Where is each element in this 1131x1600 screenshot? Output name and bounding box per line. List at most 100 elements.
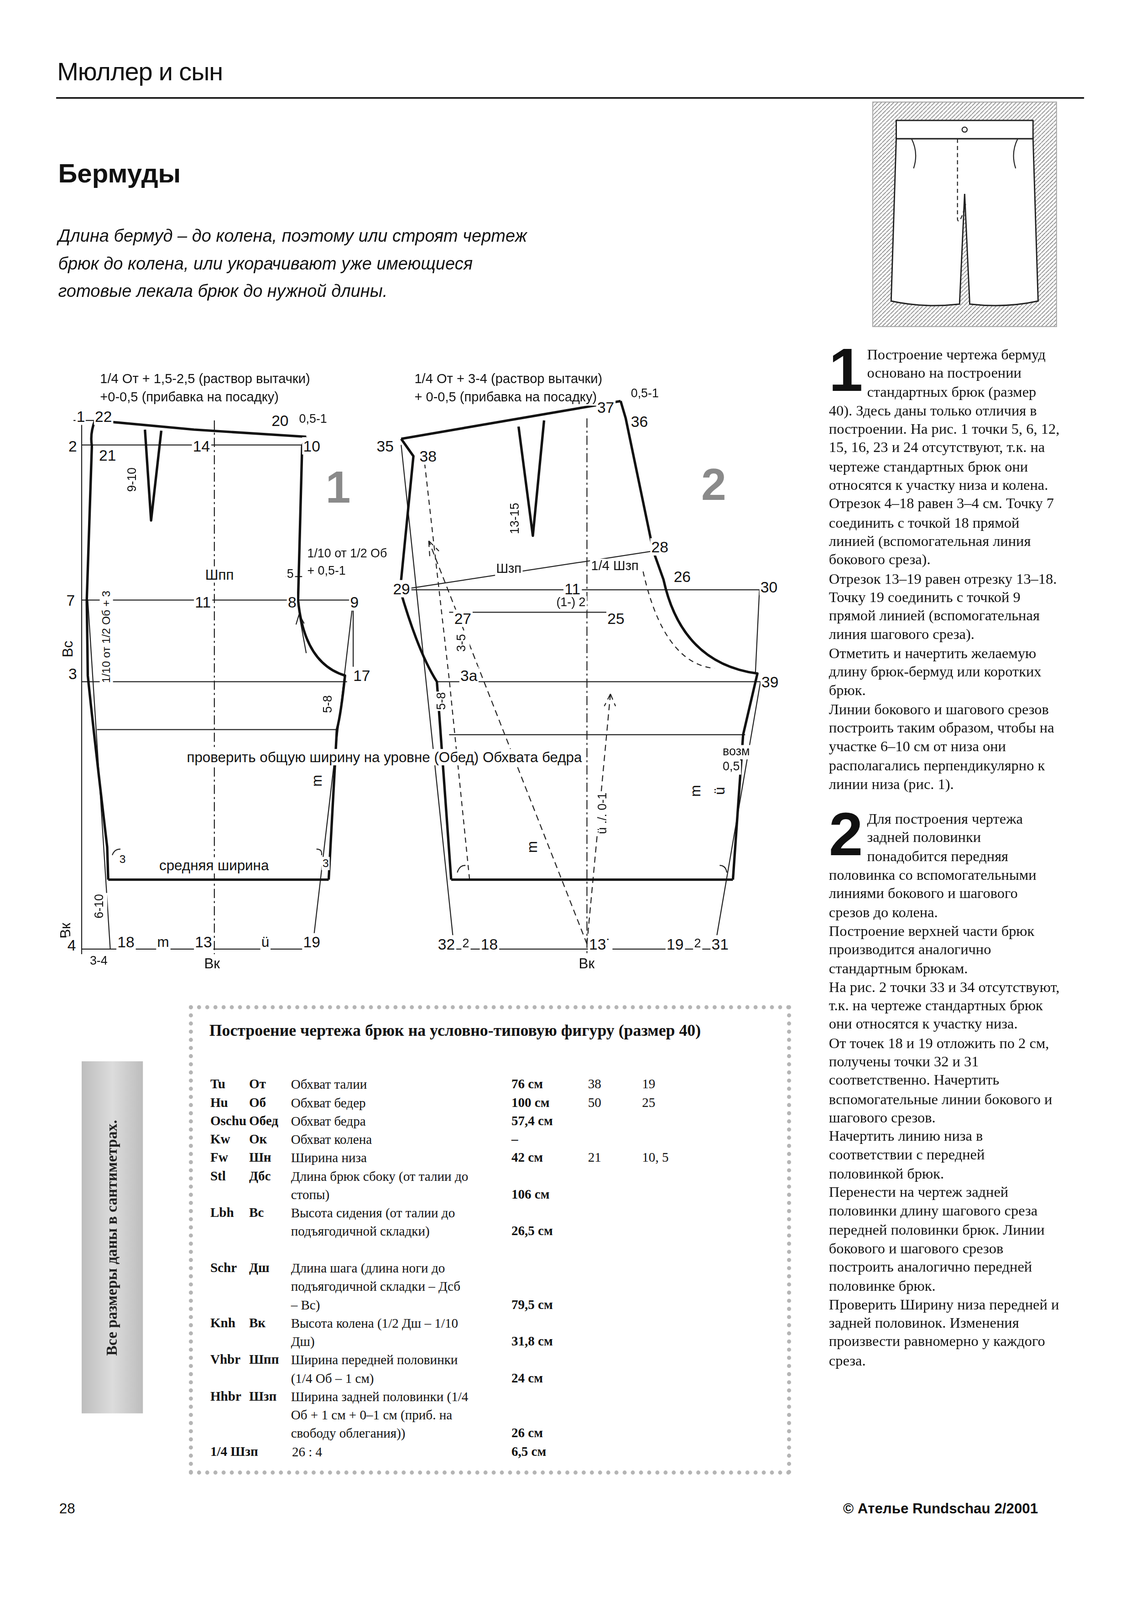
label: 25 [641,1095,657,1111]
label: (1-) 2 [555,596,587,611]
label: 100 см [510,1095,551,1111]
label: Schr [209,1261,239,1277]
label: 18 [116,933,136,952]
label: 28 [650,538,670,557]
table-title: Построение чертежа брюк на условно-типов… [209,1021,701,1041]
label: 50 [587,1095,603,1111]
label: 25 [606,609,626,628]
label: 30 [759,578,779,596]
label: 26 : 4 [291,1443,324,1462]
label: ü [260,933,271,951]
label: 27 [453,609,473,628]
label: + 0-0,5 (прибавка на посадку) [413,390,598,406]
label: Длина брюк сбоку (от талии до стопы) [291,1167,470,1205]
label: Вс [248,1206,266,1222]
section-number: 2 [828,811,864,859]
label: Kw [209,1132,232,1148]
label: 10, 5 [641,1151,670,1167]
label: Шпп [248,1353,281,1369]
label: +0-0,5 (прибавка на посадку) [99,390,280,406]
label: 14 [192,437,212,455]
paragraph: Линии бокового и шагового срезов построи… [828,699,1060,794]
label: 18 [479,935,500,954]
label: Hu [209,1095,230,1111]
label: 2 [693,937,702,952]
label: 24 см [510,1371,545,1387]
label: 1 [324,462,352,514]
paragraph: Для построения чертежа задней половинки … [828,809,1060,923]
label: 76 см [510,1077,545,1093]
label: 57,4 см [510,1114,554,1130]
label: m [156,933,171,951]
rotated-label: ü [711,786,728,797]
label: 3 [67,664,79,683]
label: Вк [203,955,221,972]
label: 3-4 [88,954,109,969]
label: Lbh [209,1206,235,1222]
label: 22 [93,407,114,426]
rotated-label: m [523,840,541,855]
rotated-label: 9-10 [125,466,140,493]
label: Вк [577,955,596,972]
label: 21 [587,1151,603,1167]
label: Дбс [248,1169,272,1185]
paragraph: Отметить и начертить желаемую длину брюк… [828,643,1060,700]
label: 0,5-1 [629,386,660,402]
paragraph: Начертить линию низа в соответствии с пе… [828,1126,1060,1184]
paragraph: Построение верхней части брюк производит… [828,921,1060,978]
label: Knh [209,1316,237,1332]
table-frame: Построение чертежа брюк на условно-типов… [188,1005,792,1475]
label: 106 см [510,1187,551,1203]
rotated-label: m [687,784,704,799]
label: 3 [118,853,127,866]
label: Обхват бедра [291,1112,470,1131]
paragraph: На рис. 2 точки 33 и 34 отсутствуют, т.к… [828,977,1060,1034]
label: Дш [248,1261,271,1277]
label: 1/4 От + 1,5-2,5 (раствор вытачки) [99,372,312,388]
label: 1/10 от 1/2 Об [306,547,388,562]
rotated-label: 3-5 [455,633,470,653]
label: 0,5 [721,760,741,775]
label: Длина бермуд – до колена, поэтому или ст… [58,222,539,306]
label: 26 см [510,1426,545,1442]
label: Шн [248,1151,273,1167]
label: 35 [375,437,395,455]
label: 1 [75,407,87,426]
label: 5 [285,567,295,582]
label: 37 [596,398,616,417]
label: 2 [67,437,79,455]
label: проверить общую ширину на уровне (Обед) … [185,749,584,766]
label: 29 [391,580,412,599]
label: 11 [193,593,212,612]
label: 17 [352,667,372,685]
rotated-label: 6-10 [93,893,108,920]
label: Шзп [248,1389,278,1405]
label: 38 [587,1077,603,1093]
label: 1/4 Шзп [589,558,640,574]
label: Ок [248,1132,269,1148]
paragraph: Проверить Ширину низа передней и задней … [828,1295,1060,1371]
label: + 0,5-1 [306,564,347,579]
label: 8 [286,593,298,612]
rotated-label: Вс [59,639,76,659]
vertical-note: Все размеры даны в сантиметрах. [103,1119,121,1356]
text-column: 1Построение чертежа бермуд основано на п… [828,344,1060,1370]
label: Вк [248,1316,267,1332]
rotated-label: 5-8 [434,691,449,711]
label: 13˙ [588,935,613,954]
rotated-label: 5-8 [321,694,336,715]
label: Обхват талии [291,1075,470,1095]
label: Fw [209,1151,230,1167]
rotated-label: ü ./. 0-1 [596,791,611,836]
label: Ширина задней половинки (1/4 Об + 1 см +… [291,1388,470,1444]
paragraph: Перенести на чертеж задней половинки дли… [828,1183,1060,1296]
label: Шпп [203,566,235,584]
label: 2 [700,458,728,511]
label: 19 [641,1077,657,1093]
label: 31 [710,935,730,954]
label: 13 [193,933,214,952]
label: Мюллер и сын [56,56,224,86]
label: 38 [418,447,438,466]
label: Hhbr [209,1389,243,1405]
label: – [510,1132,520,1148]
